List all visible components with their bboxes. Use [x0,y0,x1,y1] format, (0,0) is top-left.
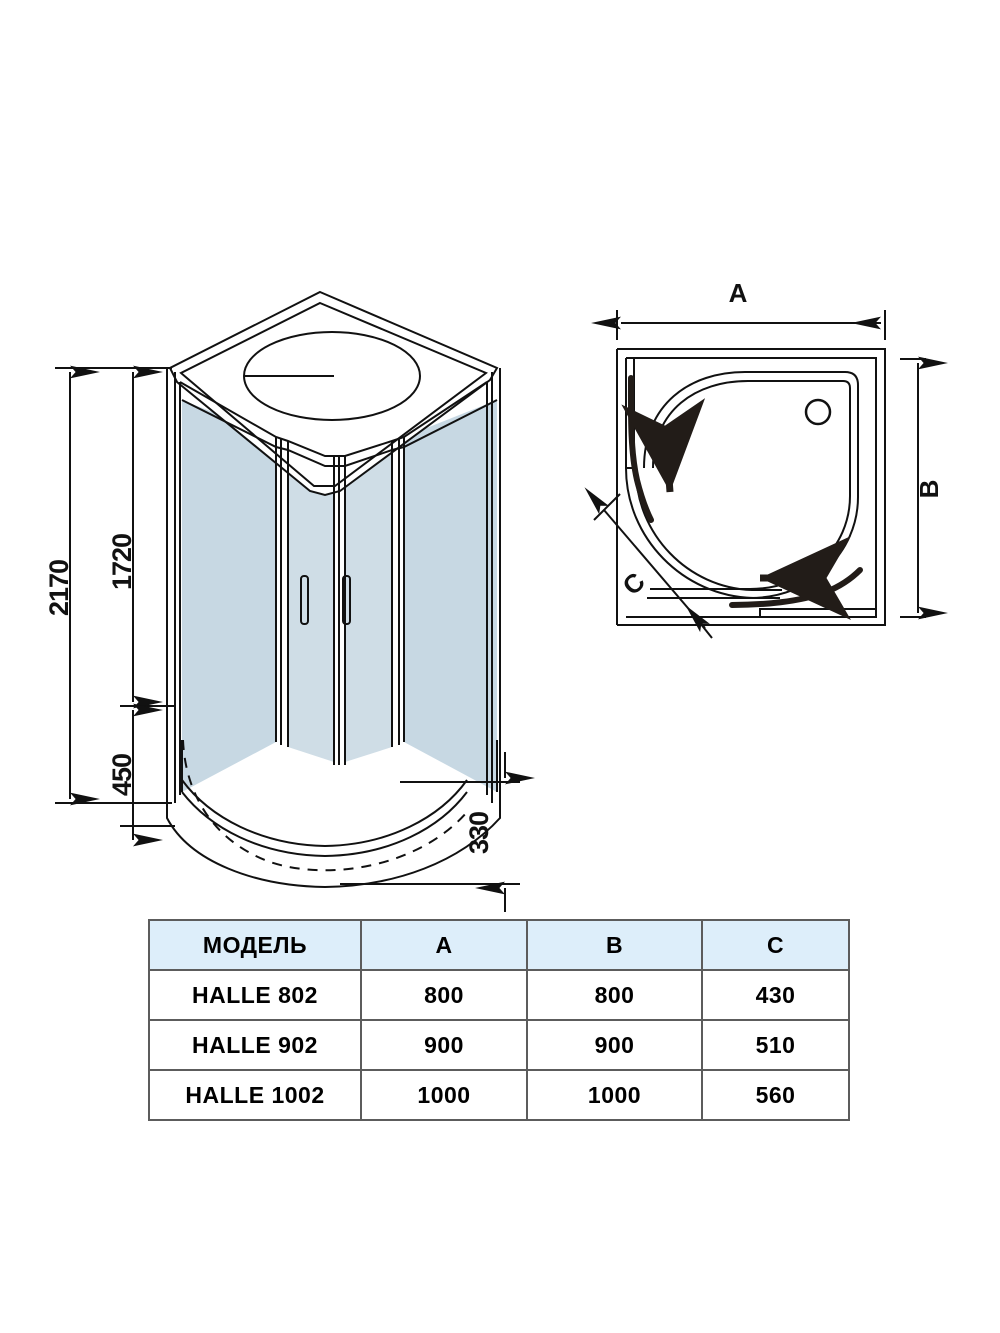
tray-outer-silhouette [166,800,501,889]
cell-b: 1000 [526,1069,703,1121]
cell-model: HALLE 1002 [148,1069,362,1121]
dimension-b [900,356,948,620]
cell-model: HALLE 802 [148,969,362,1021]
door-handles[interactable] [300,575,351,625]
glass-panel-right-fixed [404,400,497,792]
dim-label-1720: 1720 [107,534,137,590]
glass-panel-left-door [288,441,334,762]
dim-line-c [584,487,710,633]
perspective-view-group: 2170 1720 450 330 [44,290,535,912]
table-header-row: МОДЕЛЬ A B C [148,919,850,971]
cell-b: 900 [526,1019,703,1071]
cell-a: 900 [360,1019,528,1071]
plan-shower-tray [643,371,859,599]
plan-outer-wall [617,348,886,626]
plan-door-motion-arrows [621,398,851,620]
cell-b: 800 [526,969,703,1021]
model-dimensions-table: МОДЕЛЬ A B C HALLE 802 800 800 430 HALLE… [148,919,850,1121]
cell-a: 1000 [360,1069,528,1121]
tray-top-rim-inner [181,779,468,848]
table-row: HALLE 802 800 800 430 [148,969,850,1021]
frame-post-right-outer [491,368,501,803]
plan-return-wall-bottom [759,608,876,617]
table-row: HALLE 1002 1000 1000 560 [148,1069,850,1121]
roof-inner-edge [179,301,488,487]
column-header-c: C [701,919,850,971]
glass-panel-right-door [345,441,392,762]
cell-model: HALLE 902 [148,1019,362,1071]
cell-c: 430 [701,969,850,1021]
frame-post-left-outer [166,368,176,803]
cell-c: 560 [701,1069,850,1121]
dim-label-450: 450 [107,754,137,796]
shower-tray-base [166,739,501,889]
column-header-model: МОДЕЛЬ [148,919,362,971]
glass-panel-left-fixed [182,400,276,792]
plan-view-group: A B C [584,278,948,639]
dim-label-c: C [616,566,651,601]
dimension-330 [340,752,535,912]
dimension-c [584,487,713,639]
glass-panels [182,400,497,792]
tray-top-rim [181,791,468,858]
plan-drain-hole-icon [804,398,832,426]
dim-label-a: A [729,278,748,308]
dimension-1720-450 [120,365,175,847]
tray-hidden-edge [182,739,468,872]
door-handle-right-icon[interactable] [342,575,351,625]
column-header-a: A [360,919,528,971]
plan-outer-wall-inner [626,357,877,618]
dim-label-330: 330 [464,812,494,854]
cabin-roof [168,290,499,497]
plan-door-panel-left[interactable] [627,375,654,523]
cabin-frame [166,368,501,803]
table-row: HALLE 902 900 900 510 [148,1019,850,1071]
dim-label-2170: 2170 [44,560,74,616]
dimension-a [591,310,886,340]
cell-a: 800 [360,969,528,1021]
plan-tray-inner [650,380,851,590]
dim-label-b: B [914,480,944,499]
cell-c: 510 [701,1019,850,1071]
motion-arrow-down-icon [621,398,706,493]
column-header-b: B [526,919,703,971]
plan-door-tracks [625,467,782,599]
door-handle-left-icon[interactable] [300,575,309,625]
